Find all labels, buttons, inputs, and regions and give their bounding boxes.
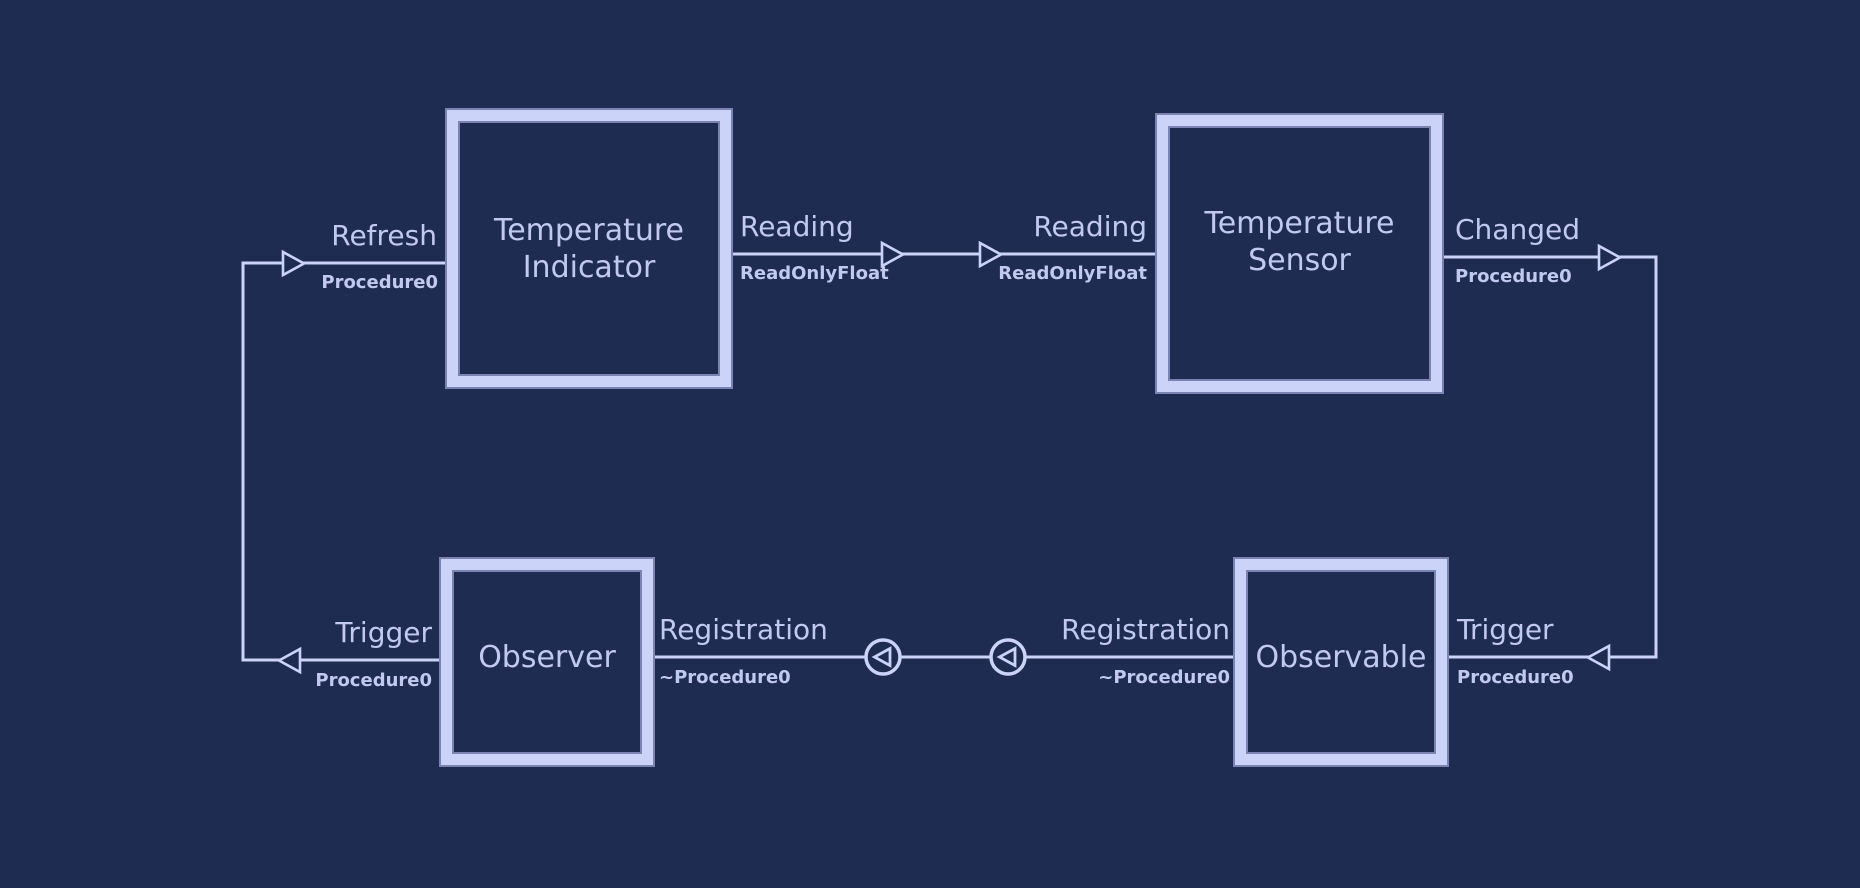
arrow-reading-out-icon: [880, 240, 906, 269]
observable-registration-circle-icon: [989, 638, 1027, 676]
port-reading-out-type: ReadOnlyFloat: [740, 263, 889, 284]
arrow-refresh-icon: [281, 249, 307, 278]
port-observable-trigger-name: Trigger: [1457, 613, 1554, 646]
component-label: Temperature Indicator: [493, 212, 685, 285]
component-label: Temperature Sensor: [1204, 205, 1395, 278]
port-observable-trigger-type: Procedure0: [1457, 667, 1574, 688]
arrow-observable-trigger-icon: [1585, 643, 1611, 672]
component-temperature-sensor: Temperature Sensor: [1155, 113, 1444, 394]
port-observer-registration-name: Registration: [659, 613, 828, 646]
port-reading-out-name: Reading: [740, 210, 854, 243]
wire-changed-trigger-loop: [1442, 255, 1658, 659]
port-observer-trigger-name: Trigger: [335, 616, 432, 649]
port-refresh-name: Refresh: [331, 219, 437, 252]
port-reading-in-name: Reading: [1033, 210, 1147, 243]
port-observer-registration-type: ~Procedure0: [659, 667, 791, 688]
arrow-observer-trigger-icon: [276, 646, 302, 675]
arrow-reading-in-icon: [978, 240, 1004, 269]
observer-registration-circle-icon: [864, 638, 902, 676]
wire-trigger-refresh-loop: [241, 261, 447, 662]
component-label: Observer: [478, 639, 616, 675]
observer-registration-triangle-icon: [871, 646, 892, 668]
component-observer: Observer: [439, 557, 655, 767]
port-observable-registration-name: Registration: [1061, 613, 1230, 646]
component-temperature-indicator: Temperature Indicator: [445, 108, 733, 389]
arrow-changed-icon: [1597, 243, 1623, 272]
component-label: Observable: [1255, 639, 1427, 675]
observable-registration-triangle-icon: [996, 646, 1017, 668]
port-changed-type: Procedure0: [1455, 266, 1572, 287]
port-observable-registration-type: ~Procedure0: [1098, 667, 1230, 688]
component-observable: Observable: [1233, 557, 1449, 767]
port-changed-name: Changed: [1455, 213, 1580, 246]
port-observer-trigger-type: Procedure0: [315, 670, 432, 691]
port-reading-in-type: ReadOnlyFloat: [998, 263, 1147, 284]
port-refresh-type: Procedure0: [321, 272, 438, 293]
